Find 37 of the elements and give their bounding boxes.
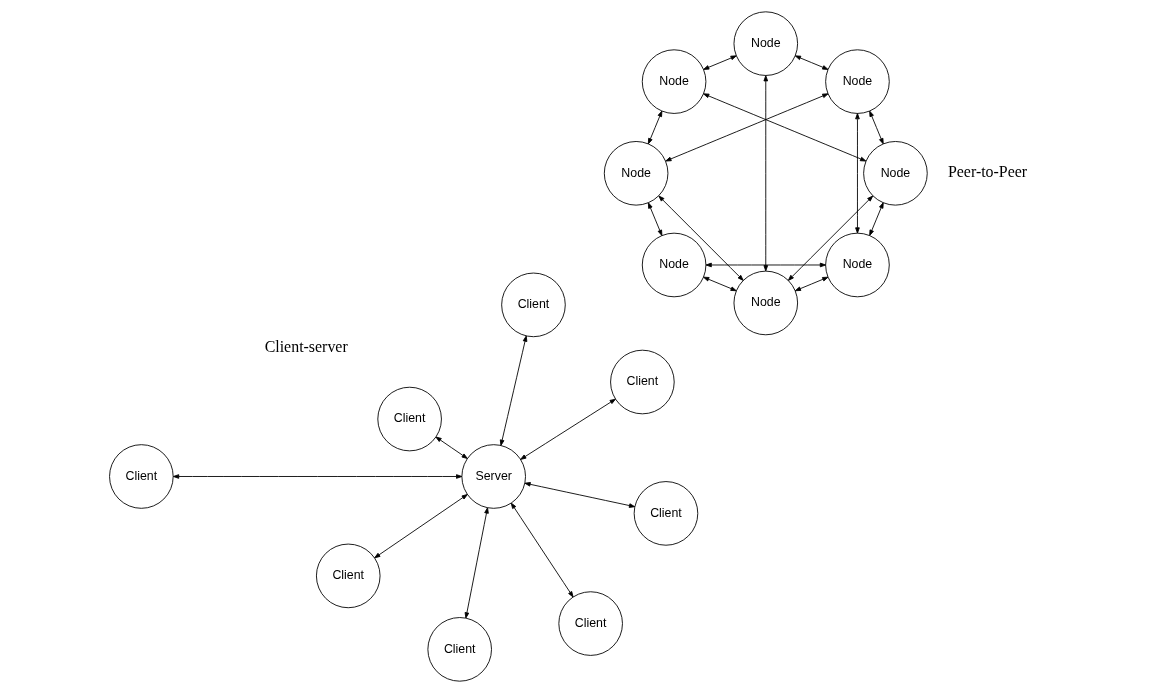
arrow <box>499 335 528 446</box>
arrow <box>794 276 829 292</box>
node-circle: Node <box>641 232 707 298</box>
node-circle: Node <box>733 270 799 336</box>
label: Client-server <box>264 338 348 356</box>
arrow <box>703 276 737 292</box>
node-circle: Node <box>863 141 928 206</box>
arrow <box>855 113 860 234</box>
arrow <box>374 494 468 559</box>
node-circle: Node <box>733 11 799 76</box>
node-circle: Node <box>641 49 707 114</box>
label: Peer-to-Peer <box>947 163 1028 181</box>
node-circle: Node <box>603 141 669 206</box>
arrow <box>665 93 829 162</box>
arrow <box>647 110 663 145</box>
arrow <box>173 474 463 479</box>
node-circle: Client <box>427 617 492 682</box>
arrow <box>510 502 574 598</box>
arrow <box>869 110 884 145</box>
node-circle: Client <box>633 481 699 546</box>
arrow <box>705 262 827 268</box>
arrow <box>520 398 616 460</box>
node-circle: Client <box>109 444 174 509</box>
arrow <box>703 93 867 162</box>
arrow <box>703 55 737 70</box>
arrow <box>763 75 769 272</box>
arrow <box>794 55 829 70</box>
arrow <box>658 195 744 281</box>
node-circle: Node <box>825 49 890 114</box>
node-circle: Client <box>501 272 566 338</box>
arrow <box>787 195 874 281</box>
arrow <box>869 202 884 236</box>
node-circle: Node <box>825 232 890 298</box>
arrow <box>464 507 489 619</box>
arrow <box>435 436 468 459</box>
arrow <box>524 482 636 508</box>
arrow <box>647 202 663 236</box>
